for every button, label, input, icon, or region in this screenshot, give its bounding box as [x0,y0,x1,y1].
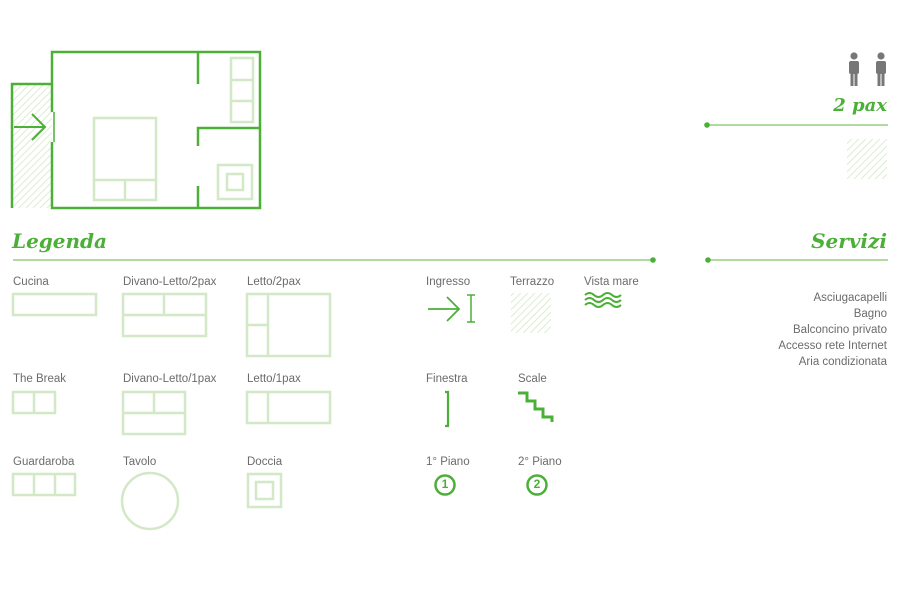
legend-label-doccia: Doccia [247,456,283,468]
floor-1-badge [434,474,456,496]
legend-label-letto-2: Letto/2pax [247,276,301,288]
double-bed [92,116,158,202]
hatch-terrace-icon [847,139,887,179]
bed-1-symbol [245,390,332,425]
outer-wall [50,50,262,210]
person-icon [849,52,859,86]
legend-label-tavolo: Tavolo [123,456,157,468]
service-item: Bagno [853,308,887,320]
shower-symbol [246,472,283,509]
legend-title: Legenda [12,229,107,253]
divider-dot [650,257,656,263]
legend-label-divano-letto-2: Divano-Letto/2pax [123,276,217,288]
service-item: Aria condizionata [798,356,887,368]
divider-dot [705,257,711,263]
sofa-bed-2-symbol [121,292,208,338]
wardrobe-symbol [11,472,77,497]
legend-label-piano-1: 1° Piano [426,456,470,468]
legend-label-letto-1: Letto/1pax [247,373,301,385]
legend-label-divano-letto-1: Divano-Letto/1pax [123,373,217,385]
person-icon [876,52,886,86]
service-item: Balconcino privato [793,324,887,336]
partition-wall [196,126,260,146]
floor-1-number: 1 [441,477,449,491]
kitchen-symbol [11,292,98,317]
stairs-icon [518,391,554,422]
pax-label: 2 pax [833,95,887,116]
legend-label-terrazzo: Terrazzo [510,276,555,288]
floor-plan [10,50,262,210]
the-break-symbol [11,390,57,415]
divider-dot [704,122,710,128]
services-title: Servizi [811,229,887,253]
legend-label-piano-2: 2° Piano [518,456,562,468]
table-symbol [120,471,180,531]
terrace-wall [10,82,52,208]
shower [216,163,254,201]
sofa-bed-1-symbol [121,390,187,436]
legend-label-ingresso: Ingresso [426,276,471,288]
service-item: Accesso rete Internet [778,340,887,352]
entrance-arrow-icon [428,294,475,323]
terrace-area [12,84,52,208]
sea-view-waves-icon [584,292,622,308]
legend-label-cucina: Cucina [13,276,49,288]
floor-2-badge [526,474,548,496]
legend-label-vista-mare: Vista mare [584,276,639,288]
wardrobe [229,56,255,124]
legend-label-guardaroba: Guardaroba [13,456,75,468]
service-item: Asciugacapelli [813,292,887,304]
bed-2-symbol [245,292,332,358]
floor-2-number: 2 [533,477,541,491]
legend-label-scale: Scale [518,373,547,385]
entrance-arrow-icon [14,112,55,142]
window-icon [445,390,450,428]
legend-label-finestra: Finestra [426,373,468,385]
legend-label-the-break: The Break [13,373,67,385]
hatch-terrace-icon [511,293,551,333]
